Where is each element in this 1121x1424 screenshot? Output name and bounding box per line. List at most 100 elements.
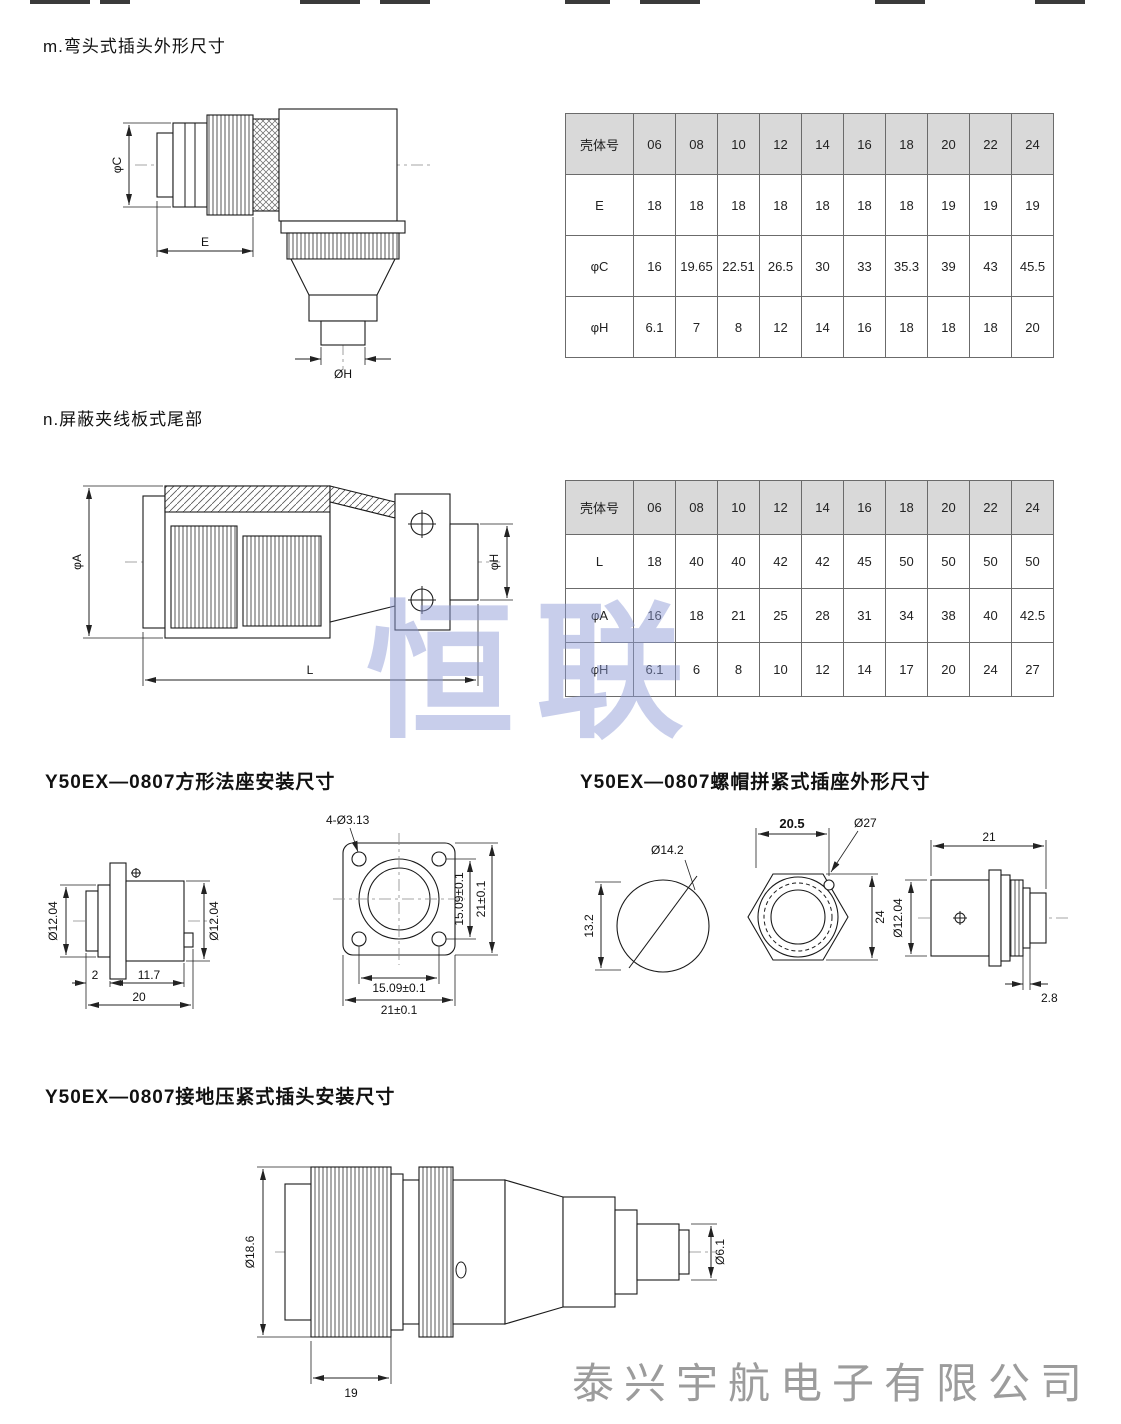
dim-plate-thickness: 2.8 <box>1041 991 1058 1005</box>
table-col-header: 18 <box>885 480 928 535</box>
table-cell: 19 <box>1011 174 1054 236</box>
dim-hole-pitch-h: 15.09±0.1 <box>372 981 426 995</box>
table-col-header: 20 <box>927 113 970 175</box>
drawing-ground-clamp-plug: Ø18.6 Ø6.1 19 <box>243 1166 727 1400</box>
section-flange-title: Y50EX—0807方形法座安装尺寸 <box>45 772 336 793</box>
drawing-panel-cutout: Ø14.2 13.2 <box>582 843 710 973</box>
table-cell: 18 <box>633 174 676 236</box>
table-cell: 18 <box>927 296 970 358</box>
table-cell: 40 <box>675 534 718 589</box>
company-footer: 泰兴宇航电子有限公司 <box>572 1360 1093 1407</box>
table-cell: 16 <box>843 296 886 358</box>
table-cell: 38 <box>927 588 970 643</box>
clipped-text-fragment <box>565 0 610 4</box>
dim-tail-diameter: Ø6.1 <box>713 1239 727 1265</box>
dim-cutout-height: 13.2 <box>582 914 596 938</box>
table-col-header: 16 <box>843 113 886 175</box>
clipped-text-fragment <box>1035 0 1085 4</box>
table-col-header: 14 <box>801 113 844 175</box>
table-cell: 30 <box>801 235 844 297</box>
clipped-text-fragment <box>380 0 430 4</box>
table-row-label: L <box>565 534 634 589</box>
dim-rear-diameter: Ø12.04 <box>46 901 60 941</box>
section-ground-title: Y50EX—0807接地压紧式插头安装尺寸 <box>45 1087 396 1108</box>
table-cell: 6.1 <box>633 296 676 358</box>
drawing-flange-side-view: Ø12.04 Ø12.04 2 11.7 20 <box>46 862 221 1009</box>
table-cell: 33 <box>843 235 886 297</box>
table-cell: 8 <box>717 642 760 697</box>
table-cell: 18 <box>885 174 928 236</box>
table-col-header: 08 <box>675 113 718 175</box>
dim-rear-length: 2 <box>92 968 99 982</box>
dim-L: L <box>307 663 314 677</box>
table-corner-cell: 壳体号 <box>565 113 634 175</box>
clipped-text-fragment <box>300 0 360 4</box>
dim-nut-width: 20.5 <box>779 816 804 831</box>
table-cell: 10 <box>759 642 802 697</box>
table-row-label: φA <box>565 588 634 643</box>
table-cell: 50 <box>885 534 928 589</box>
clipped-text-fragment <box>100 0 130 4</box>
section-n-title: n.屏蔽夹线板式尾部 <box>43 410 204 429</box>
table-cell: 50 <box>1011 534 1054 589</box>
table-cell: 18 <box>675 588 718 643</box>
dim-hole-pitch-v: 15.09±0.1 <box>452 872 466 926</box>
table-col-header: 14 <box>801 480 844 535</box>
dim-nut-outer-diameter: Ø27 <box>854 816 877 830</box>
table-col-header: 22 <box>969 113 1012 175</box>
clipped-text-fragment <box>640 0 700 4</box>
table-cell: 12 <box>801 642 844 697</box>
table-cell: 34 <box>885 588 928 643</box>
table-cell: 40 <box>717 534 760 589</box>
dim-phiC: φC <box>110 156 124 173</box>
dim-nut-height: 24 <box>873 910 887 924</box>
table-cell: 18 <box>885 296 928 358</box>
table-cell: 43 <box>969 235 1012 297</box>
dim-phiH-tail: φH <box>487 554 501 570</box>
drawing-jam-nut-side: 21 Ø12.04 2.8 <box>891 830 1068 1005</box>
dim-side-diameter: Ø12.04 <box>891 898 905 938</box>
table-cell: 50 <box>927 534 970 589</box>
table-cell: 19 <box>927 174 970 236</box>
drawing-flange-front-view: 4-Ø3.13 15.09±0.1 21±0.1 15.09±0.1 21±0.… <box>326 813 498 1017</box>
dim-front-diameter: Ø12.04 <box>207 901 221 941</box>
table-col-header: 06 <box>633 480 676 535</box>
table-cell: 20 <box>1011 296 1054 358</box>
dim-phiA: φA <box>70 554 84 570</box>
section-m-title: m.弯头式插头外形尺寸 <box>43 37 226 56</box>
table-cell: 18 <box>717 174 760 236</box>
table-cell: 16 <box>633 588 676 643</box>
table-col-header: 22 <box>969 480 1012 535</box>
table-cell: 25 <box>759 588 802 643</box>
table-cell: 50 <box>969 534 1012 589</box>
drawing-shield-clamp-tail: φA φH L <box>70 485 513 686</box>
table-cell: 14 <box>843 642 886 697</box>
table-corner-cell: 壳体号 <box>565 480 634 535</box>
clipped-text-fragment <box>30 0 90 4</box>
table-cell: 16 <box>633 235 676 297</box>
table-cell: 35.3 <box>885 235 928 297</box>
table-cell: 18 <box>843 174 886 236</box>
table-row-label: φH <box>565 296 634 358</box>
dim-E: E <box>201 235 209 249</box>
table-cell: 20 <box>927 642 970 697</box>
table-col-header: 06 <box>633 113 676 175</box>
table-cell: 8 <box>717 296 760 358</box>
table-cell: 22.51 <box>717 235 760 297</box>
dim-front-length: 11.7 <box>138 968 161 982</box>
table-cell: 45.5 <box>1011 235 1054 297</box>
table-cell: 19.65 <box>675 235 718 297</box>
table-cell: 18 <box>801 174 844 236</box>
dim-size-h: 21±0.1 <box>381 1003 418 1017</box>
table-row-label: φH <box>565 642 634 697</box>
table-col-header: 24 <box>1011 113 1054 175</box>
table-cell: 14 <box>801 296 844 358</box>
drawing-hex-nut-front: 20.5 Ø27 24 <box>747 816 887 961</box>
dim-side-length: 21 <box>982 830 996 844</box>
label-mounting-holes: 4-Ø3.13 <box>326 813 370 827</box>
dim-total-length: 20 <box>132 990 146 1004</box>
dim-size-v: 21±0.1 <box>474 880 488 917</box>
